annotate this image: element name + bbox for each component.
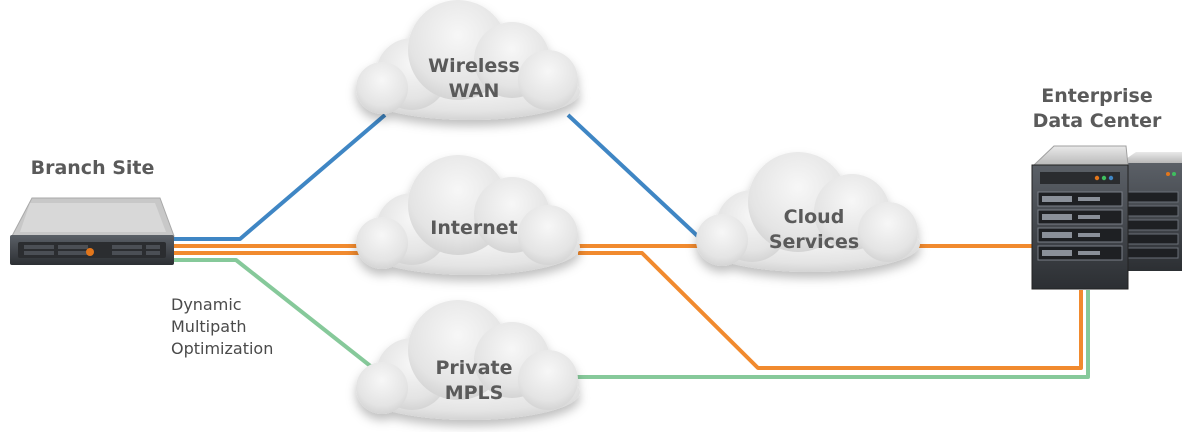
mpls-to-datacenter-line bbox=[576, 290, 1090, 379]
wireless-to-cloud-line bbox=[566, 113, 707, 245]
internet-label: Internet bbox=[430, 217, 518, 239]
internet-link bbox=[172, 244, 1083, 370]
wireless-wan-label: Wireless WAN bbox=[400, 54, 548, 104]
wireless-wan-link bbox=[172, 113, 707, 245]
branch-to-wireless-line bbox=[172, 113, 387, 241]
private-mpls-label-line2: MPLS bbox=[444, 382, 504, 404]
cloud-services-label-line2: Services bbox=[768, 231, 860, 253]
wireless-wan-label-line1: Wireless bbox=[428, 55, 520, 77]
multipath-annotation: Dynamic Multipath Optimization bbox=[171, 294, 331, 360]
wireless-wan-label-line2: WAN bbox=[448, 80, 500, 102]
cloud-services-label-line1: Cloud bbox=[783, 206, 845, 228]
branch-site-label: Branch Site bbox=[30, 157, 155, 179]
branch-to-mpls-line bbox=[172, 258, 380, 374]
internet-cloud bbox=[356, 155, 580, 275]
internet-to-datacenter-line bbox=[578, 251, 1083, 370]
annotation-line3: Optimization bbox=[171, 339, 274, 358]
datacenter-label-line2: Data Center bbox=[1032, 110, 1162, 132]
datacenter-label-line1: Enterprise bbox=[1041, 85, 1153, 107]
branch-appliance-icon bbox=[10, 197, 175, 265]
annotation-line1: Dynamic bbox=[171, 295, 242, 314]
cloud-services-label: Cloud Services bbox=[740, 205, 888, 255]
private-mpls-label-line1: Private bbox=[435, 357, 513, 379]
mpls-link bbox=[172, 258, 1090, 379]
datacenter-server-rack-icon bbox=[1031, 145, 1182, 290]
private-mpls-label: Private MPLS bbox=[400, 356, 548, 406]
datacenter-label: Enterprise Data Center bbox=[1022, 84, 1172, 134]
annotation-line2: Multipath bbox=[171, 317, 247, 336]
